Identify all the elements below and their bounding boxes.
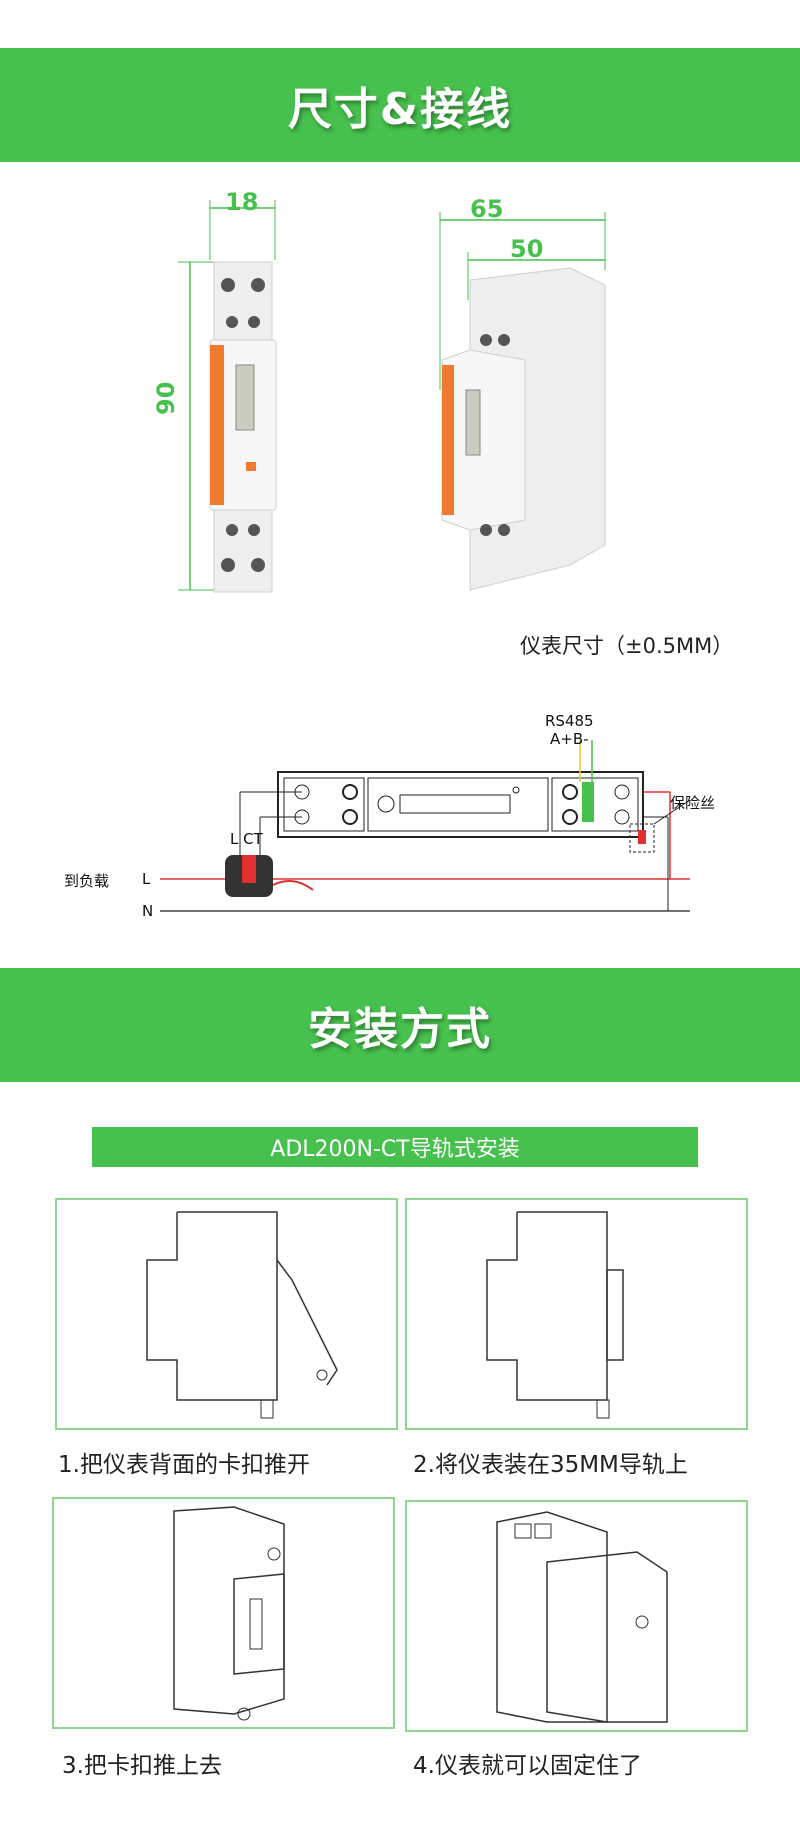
dim-depth-total: 65 [470,195,504,223]
install-panel-3 [52,1497,395,1729]
wiring-diagram: RS485 A+B- 保险丝 L CT 到负载 L N [50,700,750,930]
dim-depth-body: 50 [510,235,544,263]
install-panel-2 [405,1198,748,1430]
install-panel-4 [405,1500,748,1732]
meter-front-view: 18 90 [150,188,310,600]
meter-side-view: 65 50 [430,190,630,600]
section-title: 尺寸&接线 [287,84,513,135]
install-step3-drawing [173,1506,285,1721]
install-step4-drawing [496,1511,668,1723]
meter-front-drawing [178,200,277,593]
rs485-ab-label: A+B- [550,730,589,748]
section-banner-dimensions: 尺寸&接线 [0,48,800,162]
step-caption-1: 1.把仪表背面的卡扣推开 [58,1452,310,1478]
to-load-label: 到负载 [64,872,110,890]
wiring-drawing [160,740,691,912]
dim-width-front: 18 [225,188,259,216]
section-title: 安装方式 [308,1004,492,1055]
install-subtitle: ADL200N-CT导轨式安装 [270,1137,520,1162]
dim-height-front: 90 [152,381,180,415]
dimension-caption: 仪表尺寸（±0.5MM） [520,634,734,658]
install-subtitle-bar: ADL200N-CT导轨式安装 [92,1127,698,1167]
rs485-label: RS485 [545,712,594,730]
fuse-label: 保险丝 [670,794,716,812]
l-ct-label: L CT [230,830,263,848]
line-n-label: N [142,902,154,920]
section-banner-install: 安装方式 [0,968,800,1082]
install-step1-drawing [146,1211,338,1419]
step-caption-3: 3.把卡扣推上去 [62,1753,222,1779]
step-caption-2: 2.将仪表装在35MM导轨上 [413,1452,688,1478]
meter-side-drawing [439,212,606,591]
install-panel-1 [55,1198,398,1430]
step-caption-4: 4.仪表就可以固定住了 [413,1753,642,1779]
line-l-label: L [142,870,151,888]
install-step2-drawing [486,1211,624,1419]
